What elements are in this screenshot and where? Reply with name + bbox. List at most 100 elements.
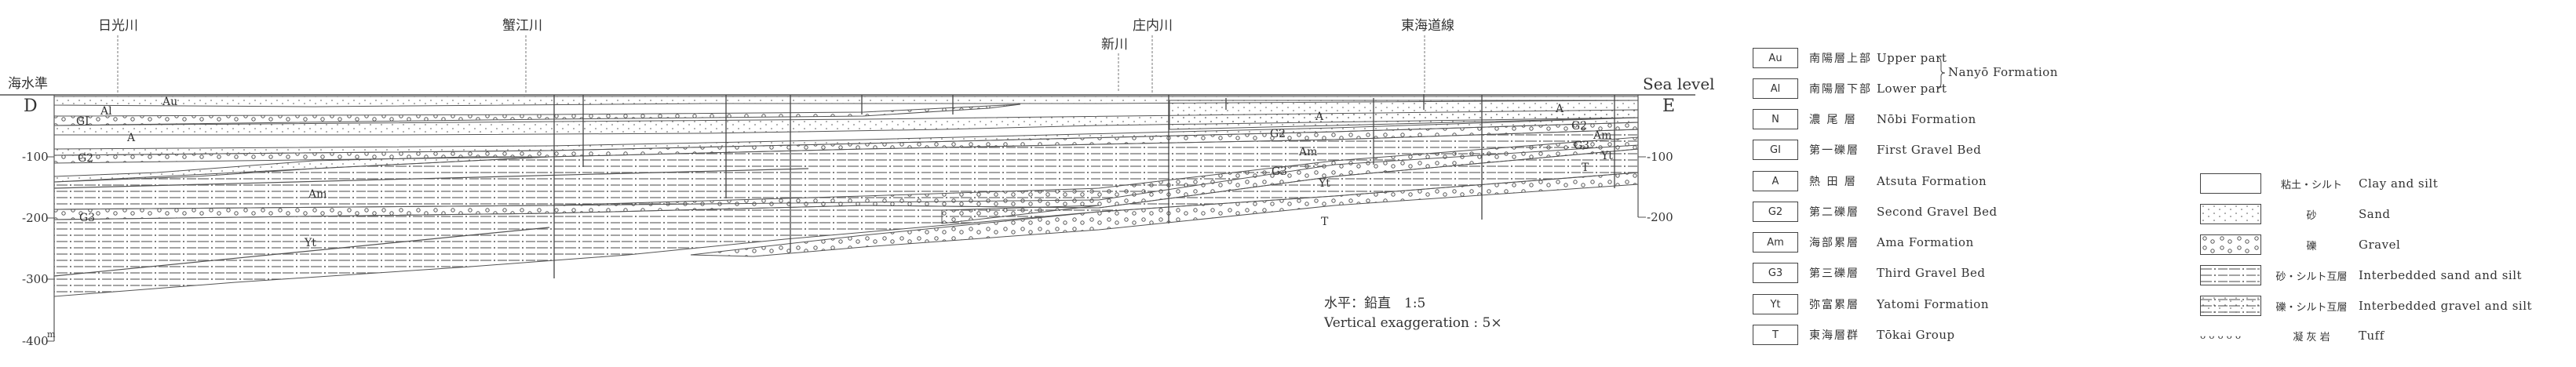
- label-yt-east: Yt: [1318, 177, 1330, 190]
- layer-labels: Au Al GI A G2 Am G3 Yt A G2 Am G3 Yt T A…: [76, 96, 1613, 249]
- am-boundary: [53, 168, 809, 189]
- formation-legend-row: T 東海層群 Tōkai Group: [1753, 324, 1955, 346]
- label-g3-far-east: G3: [1574, 140, 1589, 152]
- formation-name-en: Ama Formation: [1877, 235, 1974, 249]
- lithology-legend-row: 砂・シルト互層 Interbedded sand and silt: [2200, 264, 2522, 286]
- formation-name-jp: 第二礫層: [1809, 206, 1859, 219]
- formation-code-box: G2: [1753, 202, 1798, 222]
- formation-code-box: Am: [1753, 232, 1798, 253]
- label-g2: G2: [78, 152, 93, 165]
- formation-legend-row: Au 南陽層上部 Upper part: [1753, 47, 1947, 69]
- formation-code-box: T: [1753, 325, 1798, 345]
- nanyo-formation-label: Nanyō Formation: [1948, 65, 2058, 79]
- formation-legend-row: Am 海部累層 Ama Formation: [1753, 231, 1974, 253]
- formation-code-box: A: [1753, 171, 1798, 191]
- formation-legend-row: Al 南陽層下部 Lower part: [1753, 78, 1947, 100]
- formation-name-en: Nōbi Formation: [1877, 112, 1976, 126]
- label-g1: GI: [76, 115, 89, 128]
- sea-level-label-en: Sea level: [1643, 74, 1715, 93]
- gravel-swatch: [2200, 234, 2261, 255]
- landmark-kanie-river: 蟹江川: [502, 18, 542, 34]
- depth-tick-400: -400: [22, 334, 49, 348]
- formation-name-en: Tōkai Group: [1877, 328, 1955, 342]
- lithology-name-en: Clay and silt: [2359, 176, 2439, 191]
- lithology-name-en: Interbedded gravel and silt: [2359, 299, 2533, 313]
- depth-tick-200: -200: [22, 211, 49, 225]
- formation-name-jp: 東海層群: [1809, 329, 1859, 342]
- formation-legend-row: Yt 弥富累層 Yatomi Formation: [1753, 293, 1989, 315]
- lithology-legend-row: 礫 Gravel: [2200, 234, 2400, 256]
- formation-name-jp: 第一礫層: [1809, 144, 1859, 157]
- formation-legend-row: GI 第一礫層 First Gravel Bed: [1753, 139, 1981, 161]
- formation-code-box: GI: [1753, 140, 1798, 160]
- label-yt-far-east: Yt: [1600, 150, 1613, 162]
- layer-t-top-gravel: [941, 205, 1100, 224]
- formation-code-box: Au: [1753, 48, 1798, 68]
- formation-legend-row: G3 第三礫層 Third Gravel Bed: [1753, 262, 1986, 284]
- formation-code-box: Yt: [1753, 294, 1798, 314]
- sand-silt-swatch: [2200, 265, 2261, 285]
- label-t-east: T: [1321, 216, 1329, 228]
- formation-name-en: Atsuta Formation: [1877, 174, 1987, 188]
- label-am: Am: [308, 188, 327, 201]
- label-g3-east: G3: [1272, 165, 1287, 178]
- formation-name-en: First Gravel Bed: [1877, 143, 1982, 157]
- lithology-name-jp: 凝 灰 岩: [2293, 331, 2330, 343]
- formation-legend-row: G2 第二礫層 Second Gravel Bed: [1753, 201, 1998, 223]
- landmark-shonai-river: 庄内川: [1133, 18, 1173, 34]
- formation-name-jp: 南陽層上部: [1809, 53, 1872, 65]
- lithology-name-jp: 砂: [2306, 209, 2317, 222]
- sea-level-label-jp: 海水準: [8, 76, 48, 92]
- scale-ratio: 水平：鉛直 1:5: [1324, 296, 1426, 311]
- landmark-nikko-river: 日光川: [98, 18, 138, 34]
- depth-tick-300: -300: [22, 272, 49, 286]
- landmark-markers: [117, 35, 1425, 93]
- lithology-name-en: Sand: [2359, 207, 2391, 221]
- clay-swatch: [2200, 173, 2261, 194]
- formation-name-jp: 海部累層: [1809, 237, 1859, 249]
- label-g2-east: G2: [1270, 128, 1286, 140]
- lithology-name-en: Tuff: [2359, 329, 2384, 343]
- lithology-legend-row: 粘土・シルト Clay and silt: [2200, 173, 2438, 194]
- section-end-e: E: [1662, 96, 1675, 116]
- boreholes: [553, 94, 1615, 278]
- right-depth-200: -200: [1647, 210, 1673, 224]
- nanyo-brace: [1936, 56, 1946, 89]
- lithology-name-jp: 粘土・シルト: [2280, 179, 2342, 191]
- vertical-exaggeration: Vertical exaggeration : 5×: [1324, 315, 1502, 331]
- lithology-name-jp: 砂・シルト互層: [2275, 271, 2348, 283]
- formation-code-box: Al: [1753, 78, 1798, 99]
- lithology-name-jp: 礫・シルト互層: [2275, 301, 2348, 314]
- gravel-silt-swatch: [2200, 296, 2261, 316]
- formation-code-box: G3: [1753, 263, 1798, 283]
- formation-name-en: Second Gravel Bed: [1877, 205, 1998, 219]
- sand-swatch: [2200, 204, 2261, 224]
- formation-name-en: Lower part: [1877, 82, 1947, 96]
- label-yt: Yt: [304, 237, 316, 249]
- label-a-far-east: A: [1555, 103, 1564, 115]
- formation-name-jp: 南陽層下部: [1809, 83, 1872, 96]
- right-depth-100: -100: [1647, 150, 1673, 164]
- cross-section: -100 -200 -300 -400 m 海水準 D -100 -200 Se…: [0, 18, 1715, 348]
- yt-am-boundary: [53, 227, 550, 277]
- lithology-name-jp: 礫: [2306, 240, 2317, 253]
- formation-name-en: Upper part: [1877, 51, 1947, 65]
- formation-name-jp: 濃 尾 層: [1809, 114, 1857, 126]
- label-g3: G3: [79, 212, 95, 224]
- formation-name-en: Yatomi Formation: [1877, 297, 1989, 311]
- label-a: A: [126, 132, 136, 144]
- formation-name-jp: 第三礫層: [1809, 267, 1859, 280]
- depth-tick-100: -100: [22, 150, 49, 164]
- lithology-name-en: Interbedded sand and silt: [2359, 268, 2523, 282]
- depth-unit: m: [47, 329, 56, 340]
- lithology-legend-row: 砂 Sand: [2200, 203, 2390, 225]
- label-au: Au: [162, 96, 177, 108]
- formation-code-box: N: [1753, 109, 1798, 129]
- formation-legend-row: N 濃 尾 層 Nōbi Formation: [1753, 108, 1976, 130]
- lithology-name-en: Gravel: [2359, 238, 2401, 252]
- formation-name-en: Third Gravel Bed: [1877, 266, 1986, 280]
- landmark-shin-river: 新川: [1101, 37, 1128, 53]
- lithology-legend-row: 礫・シルト互層 Interbedded gravel and silt: [2200, 295, 2532, 317]
- layer-a-sand-right: [1169, 100, 1639, 130]
